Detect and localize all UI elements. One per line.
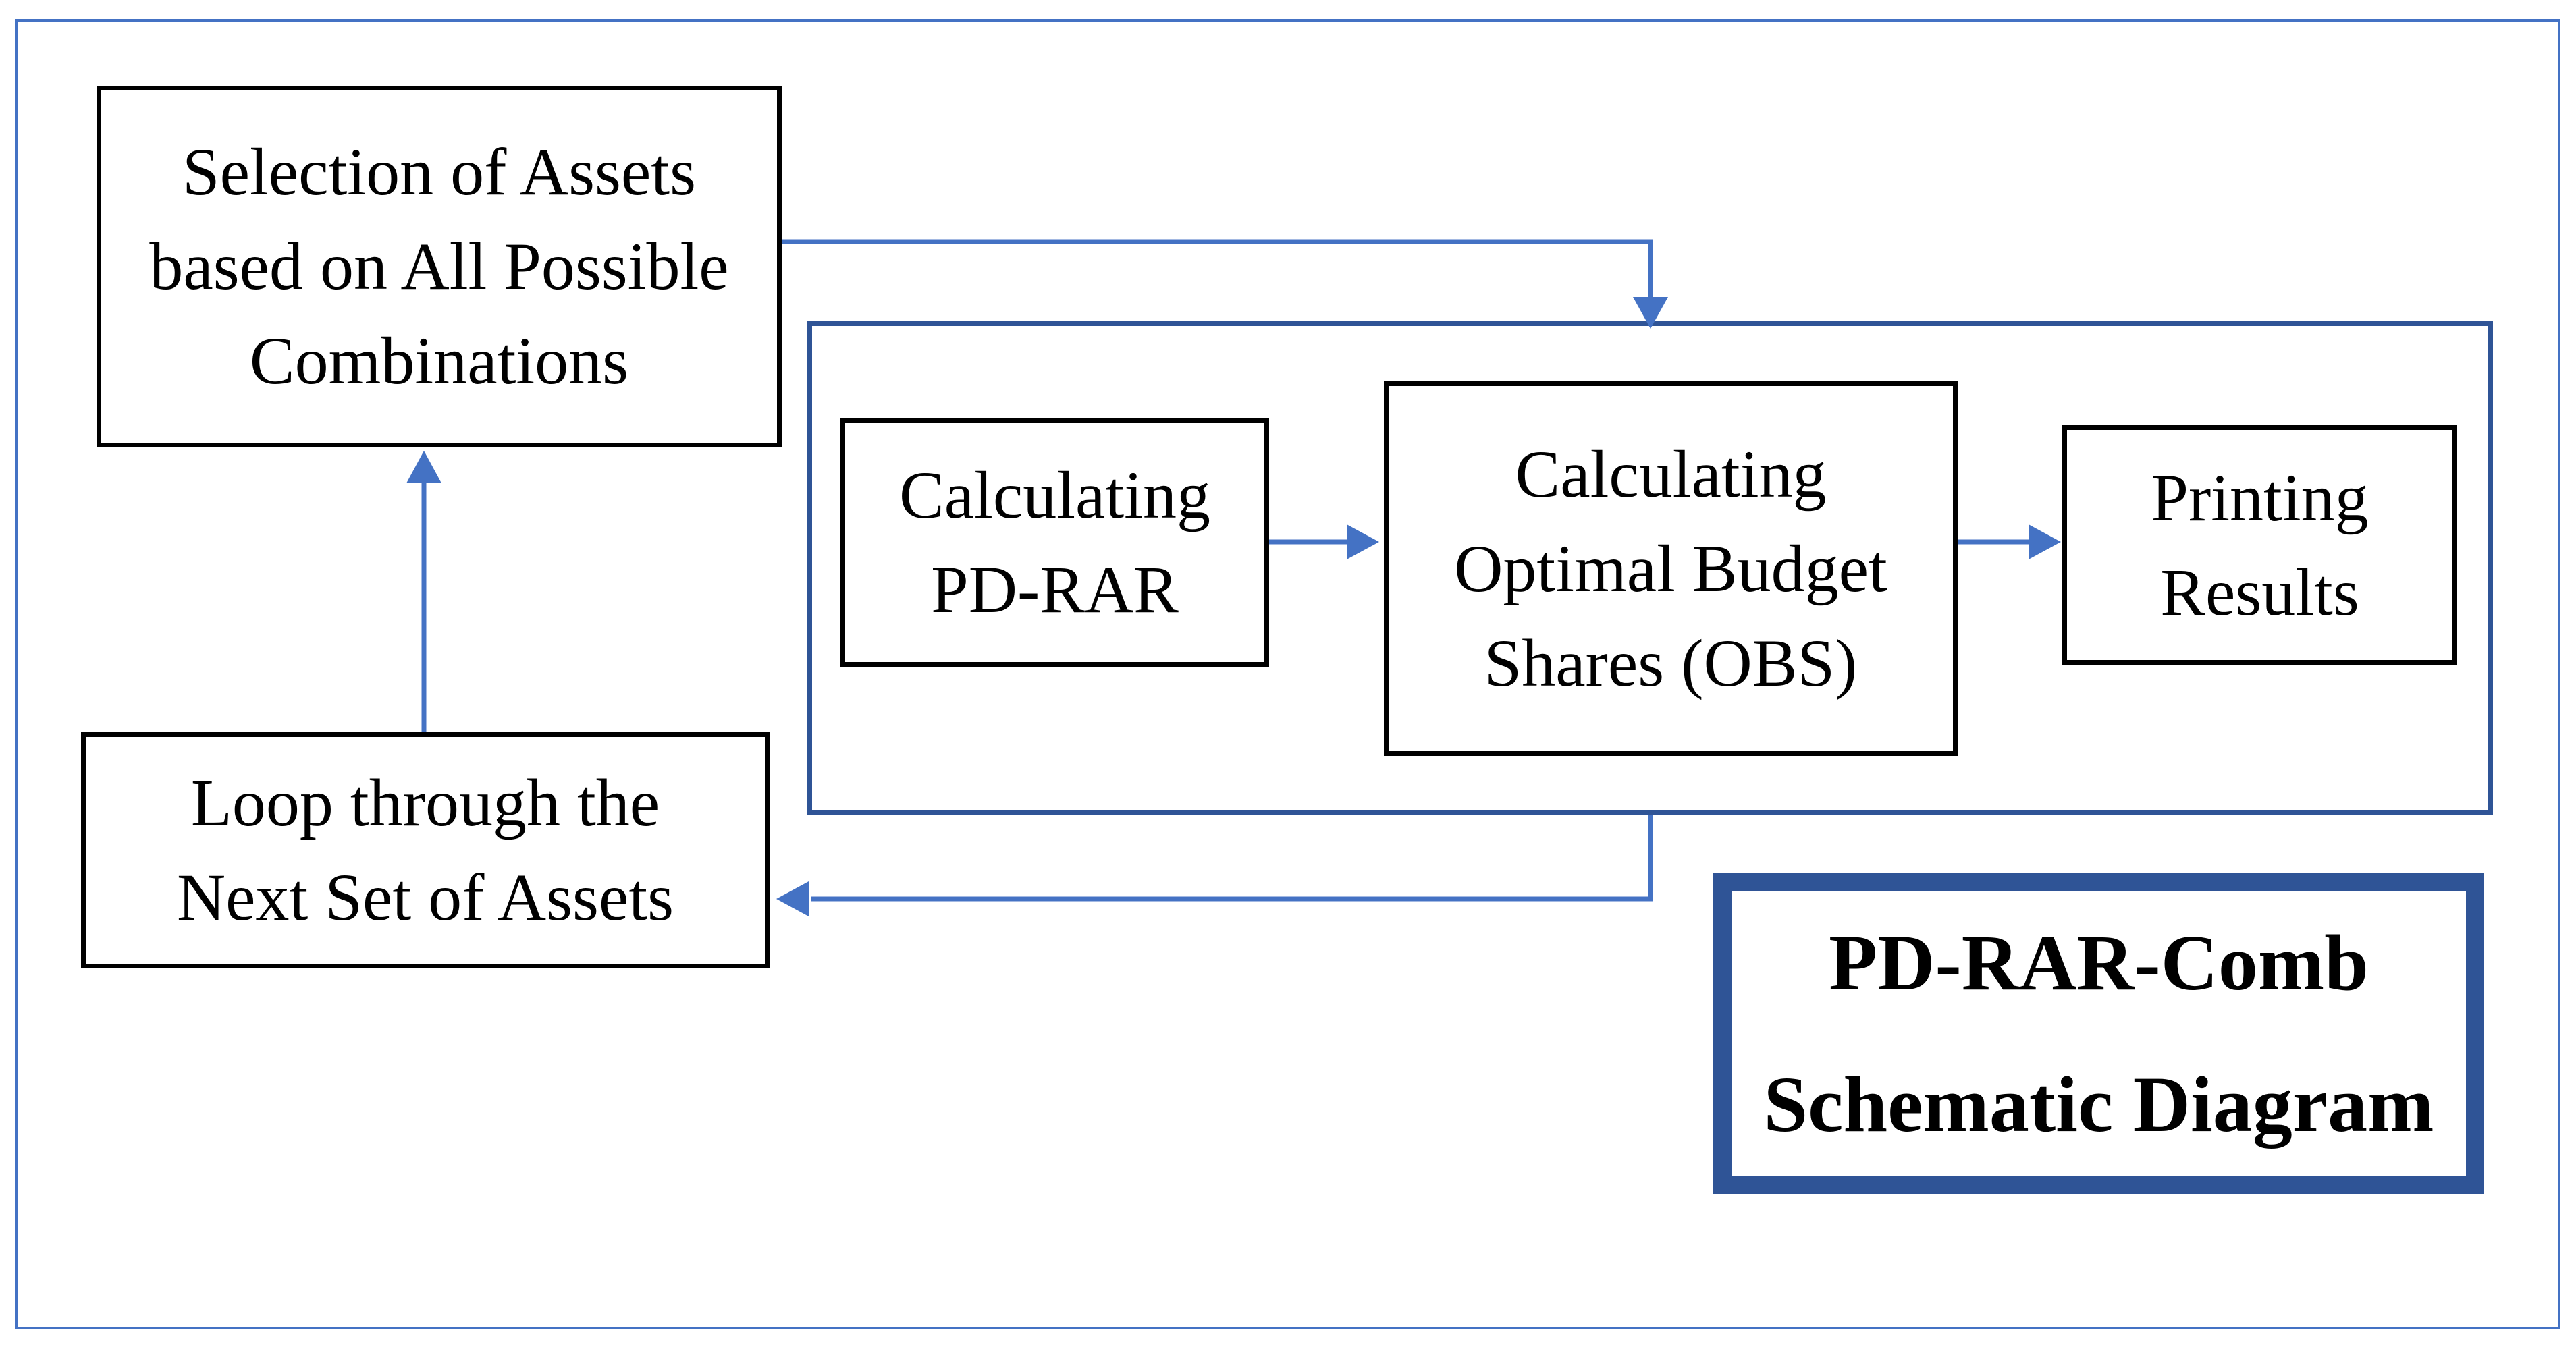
node-text-line: PD-RAR [931, 552, 1179, 627]
node-text-line: Next Set of Assets [176, 860, 674, 935]
title-text-line: Schematic Diagram [1763, 1060, 2434, 1149]
node-text-line: Calculating [1515, 436, 1827, 512]
title-text-line: PD-RAR-Comb [1829, 918, 2369, 1007]
node-text-line: Shares (OBS) [1484, 625, 1858, 700]
title-box: PD-RAR-Comb Schematic Diagram [1713, 873, 2484, 1194]
node-text-line: Results [2160, 554, 2359, 630]
node-calculating-pd-rar: Calculating PD-RAR [840, 418, 1269, 667]
node-text-line: Printing [2151, 460, 2369, 535]
node-text-line: Calculating [899, 458, 1210, 532]
node-calculating-obs: Calculating Optimal Budget Shares (OBS) [1384, 381, 1958, 756]
node-text-line: Selection of Assets [182, 134, 697, 209]
page-border [15, 19, 2560, 1329]
node-selection-of-assets: Selection of Assets based on All Possibl… [97, 86, 782, 447]
node-text-line: based on All Possible [149, 229, 729, 304]
node-text-line: Loop through the [190, 765, 660, 840]
node-text-line: Combinations [249, 323, 629, 398]
node-text-line: Optimal Budget [1454, 530, 1887, 606]
node-printing-results: Printing Results [2062, 425, 2457, 665]
node-loop-next-assets: Loop through the Next Set of Assets [81, 732, 770, 968]
